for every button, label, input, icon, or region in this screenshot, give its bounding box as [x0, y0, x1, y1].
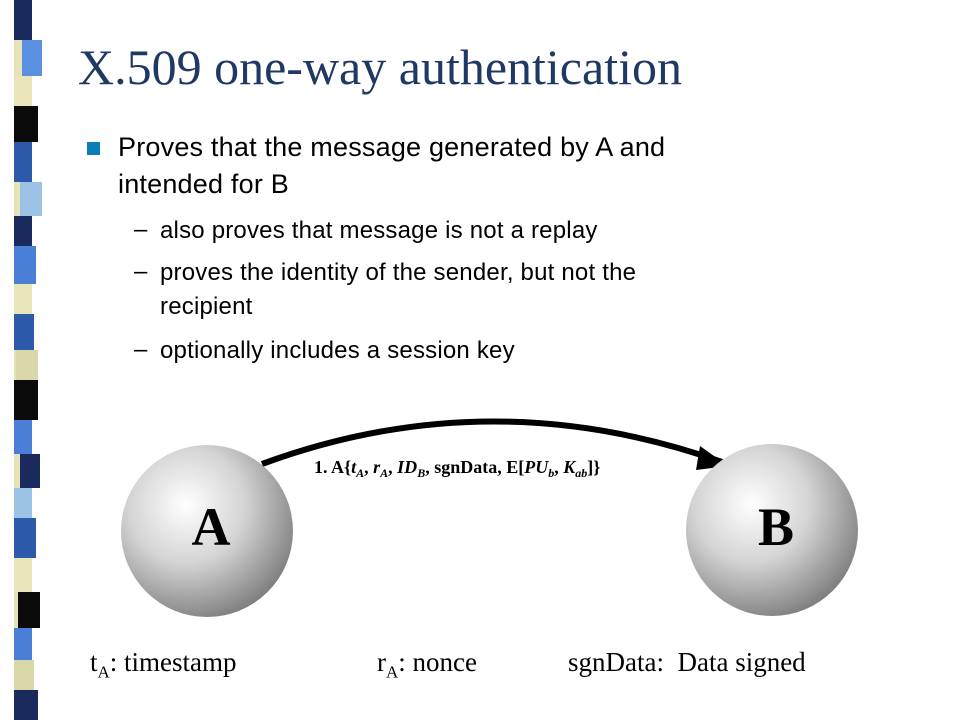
sub-bullet-text: also proves that message is not a replay [160, 217, 598, 244]
sub-bullet-text: optionally includes a session key [160, 337, 515, 364]
sub-bullet-text: recipient [160, 293, 253, 320]
legend-timestamp: tA: timestamp [90, 647, 237, 682]
bullet-square-icon [87, 142, 100, 155]
node-b-label: B [758, 497, 794, 557]
legend-nonce: rA: nonce [377, 647, 478, 682]
bullet-line-2: intended for B [118, 169, 289, 199]
bullet-line-1: Proves that the message generated by A a… [118, 132, 666, 162]
slide-title: X.509 one-way authentication [78, 39, 682, 95]
legend-sgndata: sgnData: Data signed [568, 647, 806, 677]
node-a: A [121, 445, 293, 617]
node-b: B [686, 444, 858, 616]
sub-bullet-text: proves the identity of the sender, but n… [160, 259, 637, 286]
decorative-left-stripe [0, 0, 46, 720]
message-arrow [260, 418, 723, 467]
node-a-label: A [192, 497, 231, 557]
sub-bullet-dash: – [134, 216, 148, 243]
sub-bullet-dash: – [134, 258, 148, 285]
message-label: 1. A{tA, rA, IDB, sgnData, E[PUb, Kab]} [314, 457, 600, 480]
sub-bullet-dash: – [134, 336, 148, 363]
